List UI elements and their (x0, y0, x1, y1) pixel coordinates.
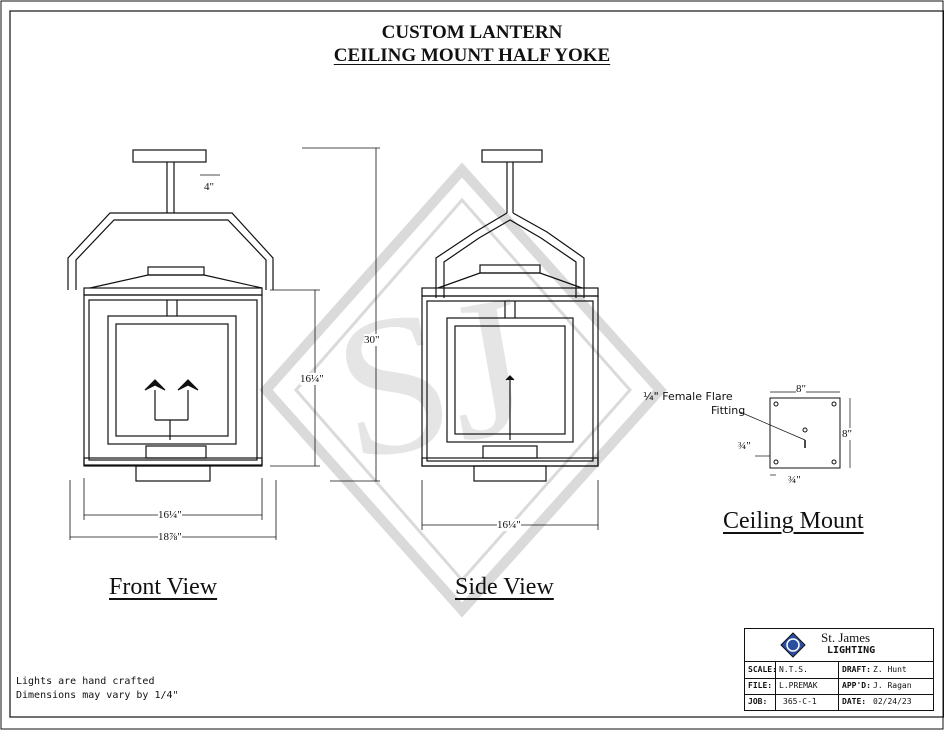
mount-offset-vertical: ¾" (738, 440, 751, 452)
file-label: FILE: (748, 681, 773, 690)
front-view-label: Front View (109, 574, 218, 600)
company-header: St. James LIGHTING (745, 629, 933, 662)
divider (838, 661, 839, 710)
front-overall-width-dimension: 18⅞" (158, 531, 182, 543)
st-james-logo-icon (780, 632, 806, 658)
svg-text:SJ: SJ (320, 253, 545, 503)
fitting-callout-line1: ¼" Female Flare (643, 390, 733, 403)
drawing-title: CUSTOM LANTERN (381, 22, 563, 43)
title-block-row-job: JOB: 365-C-1 DATE: 02/24/23 (745, 694, 933, 710)
watermark-logo: SJ (259, 162, 667, 618)
title-block-row-file: FILE: L.PREMAK APP'D: J. Ragan (745, 678, 933, 695)
drawing-subtitle: CEILING MOUNT HALF YOKE (333, 45, 611, 66)
draft-value: Z. Hunt (873, 665, 907, 674)
front-width-dimension: 16¼" (158, 509, 182, 521)
draft-label: DRAFT: (842, 665, 871, 674)
job-value: 365-C-1 (783, 697, 817, 706)
scale-label: SCALE: (748, 665, 777, 674)
appd-label: APP'D: (842, 681, 871, 690)
side-width-dimension: 16¼" (497, 519, 521, 531)
fitting-callout-line2: Fitting (711, 404, 746, 417)
mount-height-dimension: 8" (842, 428, 852, 440)
front-view-drawing (67, 147, 380, 540)
company-name: St. James (821, 630, 871, 645)
mount-width-dimension: 8" (796, 383, 806, 395)
appd-value: J. Ragan (873, 681, 912, 690)
side-view-label: Side View (455, 574, 554, 600)
ceiling-mount-drawing (739, 391, 851, 476)
file-value: L.PREMAK (779, 681, 818, 690)
body-height-dimension: 16¼" (300, 373, 324, 385)
date-value: 02/24/23 (873, 697, 912, 706)
title-block: St. James LIGHTING SCALE: N.T.S. DRAFT: … (744, 628, 934, 711)
job-label: JOB: (748, 697, 768, 706)
title-block-row-scale: SCALE: N.T.S. DRAFT: Z. Hunt (745, 662, 933, 679)
date-label: DATE: (842, 697, 867, 706)
mount-offset-horizontal: ¾" (788, 474, 801, 486)
side-view-drawing (421, 149, 599, 530)
scale-value: N.T.S. (779, 665, 808, 674)
overall-height-dimension: 30" (364, 334, 380, 346)
stem-dimension: 4" (204, 181, 214, 193)
note-hand-crafted: Lights are hand crafted (16, 676, 155, 687)
note-dimension-tolerance: Dimensions may vary by 1/4" (16, 690, 179, 701)
divider (775, 661, 776, 710)
company-subname: LIGHTING (827, 645, 876, 656)
ceiling-mount-label: Ceiling Mount (723, 508, 864, 534)
